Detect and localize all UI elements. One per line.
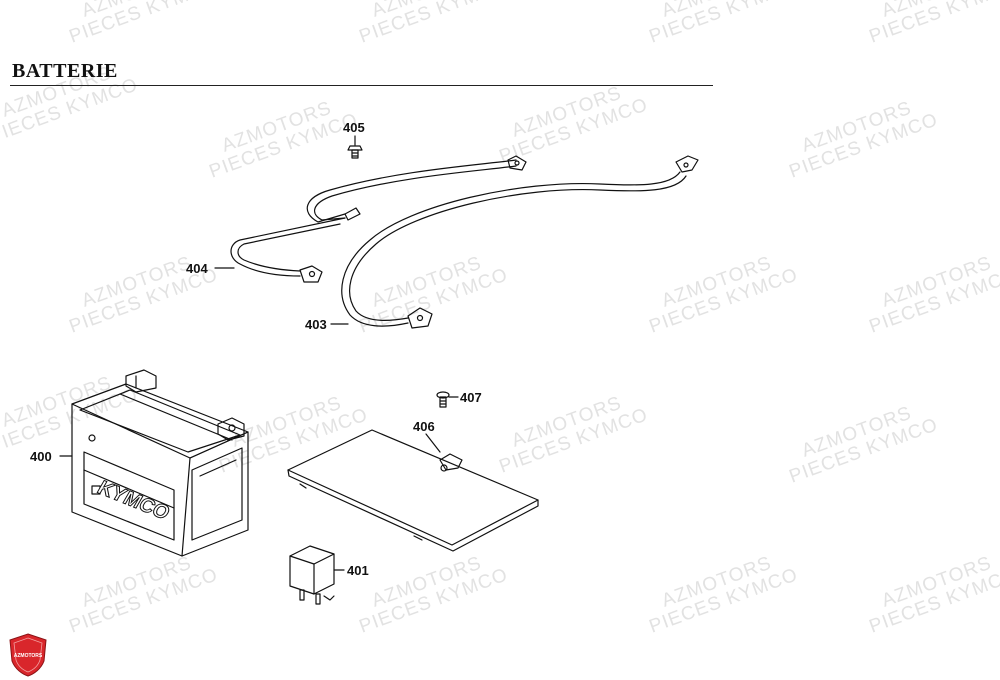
cable-403[interactable]	[341, 155, 699, 329]
battery-400[interactable]	[71, 369, 249, 557]
part-label-400: 400	[30, 449, 52, 464]
title-rule	[10, 85, 713, 86]
logo-text: AZMOTORS	[14, 653, 43, 659]
leader-406	[425, 433, 441, 453]
relay-401[interactable]	[289, 545, 335, 605]
part-label-407: 407	[460, 390, 482, 405]
bolt-405[interactable]	[347, 145, 363, 159]
part-label-406: 406	[413, 419, 435, 434]
cable-404[interactable]	[230, 155, 527, 283]
battery-cover-406[interactable]	[287, 429, 539, 552]
part-label-404: 404	[186, 261, 208, 276]
screw-407[interactable]	[436, 391, 450, 408]
part-label-401: 401	[347, 563, 369, 578]
page-title: BATTERIE	[12, 60, 118, 82]
part-label-403: 403	[305, 317, 327, 332]
part-label-405: 405	[343, 120, 365, 135]
azmotors-logo: AZMOTORS	[9, 633, 47, 677]
